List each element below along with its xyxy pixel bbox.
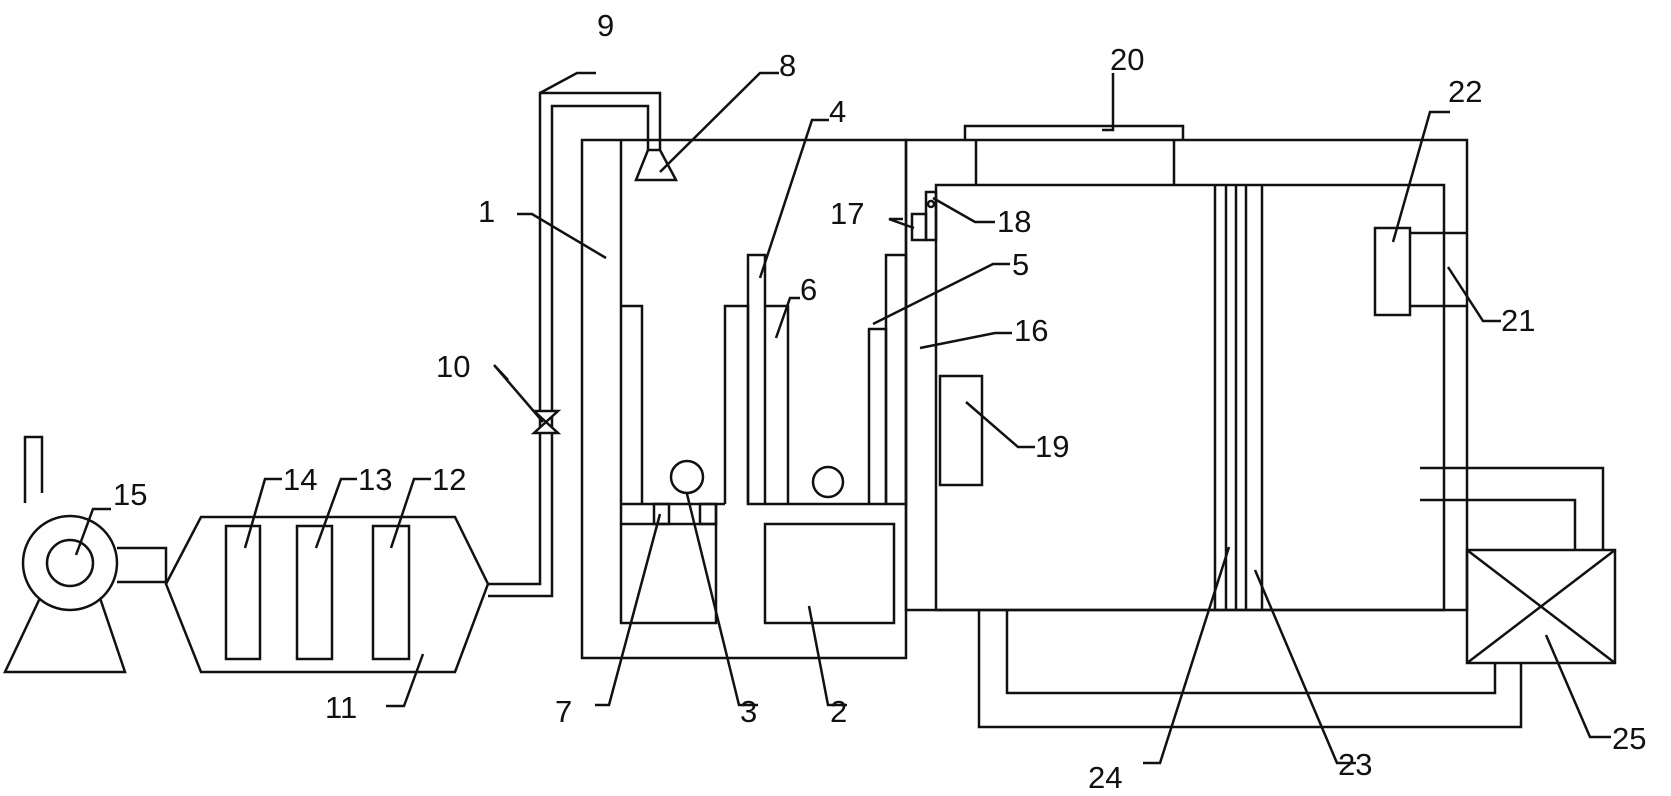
label-3: 3 <box>740 694 757 729</box>
baffle-5 <box>884 253 908 506</box>
label-7: 7 <box>555 694 572 729</box>
label-10: 10 <box>436 349 470 384</box>
device-19 <box>938 374 984 487</box>
label-12: 12 <box>432 462 466 497</box>
baffle-4 <box>746 253 767 506</box>
label-22: 22 <box>1448 74 1482 109</box>
label-1: 1 <box>478 194 495 229</box>
leader-lines <box>74 71 1611 765</box>
label-2: 2 <box>830 694 847 729</box>
labels: 9 8 20 22 4 1 17 18 5 6 21 16 10 19 14 1… <box>113 8 1646 795</box>
label-8: 8 <box>779 48 796 83</box>
baffle-5a <box>867 327 888 504</box>
filter-element-12 <box>371 524 411 661</box>
device-22 <box>1373 226 1412 317</box>
label-9: 9 <box>597 8 614 43</box>
label-17: 17 <box>830 196 864 231</box>
tank-2 <box>763 522 896 625</box>
label-11: 11 <box>325 690 357 725</box>
label-4: 4 <box>829 94 846 129</box>
pump-3 <box>669 459 705 495</box>
spray-supply-pipe <box>488 91 662 598</box>
label-5: 5 <box>1012 247 1029 282</box>
label-16: 16 <box>1014 313 1048 348</box>
sensor-18 <box>924 190 938 242</box>
filter-housing <box>164 515 490 674</box>
valve <box>530 409 562 435</box>
baffle-a <box>621 304 644 504</box>
label-21: 21 <box>1501 303 1535 338</box>
label-6: 6 <box>800 272 817 307</box>
filter-element-14 <box>224 524 262 661</box>
fan <box>3 435 127 674</box>
pump-b <box>811 465 845 499</box>
label-23: 23 <box>1338 747 1372 782</box>
label-14: 14 <box>283 462 317 497</box>
label-24: 24 <box>1088 760 1122 795</box>
label-19: 19 <box>1035 429 1069 464</box>
right-tank <box>904 124 1605 729</box>
label-25: 25 <box>1612 721 1646 756</box>
fan-outlet-pipe <box>117 546 168 584</box>
label-15: 15 <box>113 477 147 512</box>
spray-head <box>634 148 679 182</box>
baffle-b <box>723 304 750 504</box>
label-18: 18 <box>997 204 1031 239</box>
box-25 <box>1465 548 1617 665</box>
label-13: 13 <box>358 462 392 497</box>
filter-element-13 <box>295 524 334 661</box>
label-20: 20 <box>1110 42 1144 77</box>
